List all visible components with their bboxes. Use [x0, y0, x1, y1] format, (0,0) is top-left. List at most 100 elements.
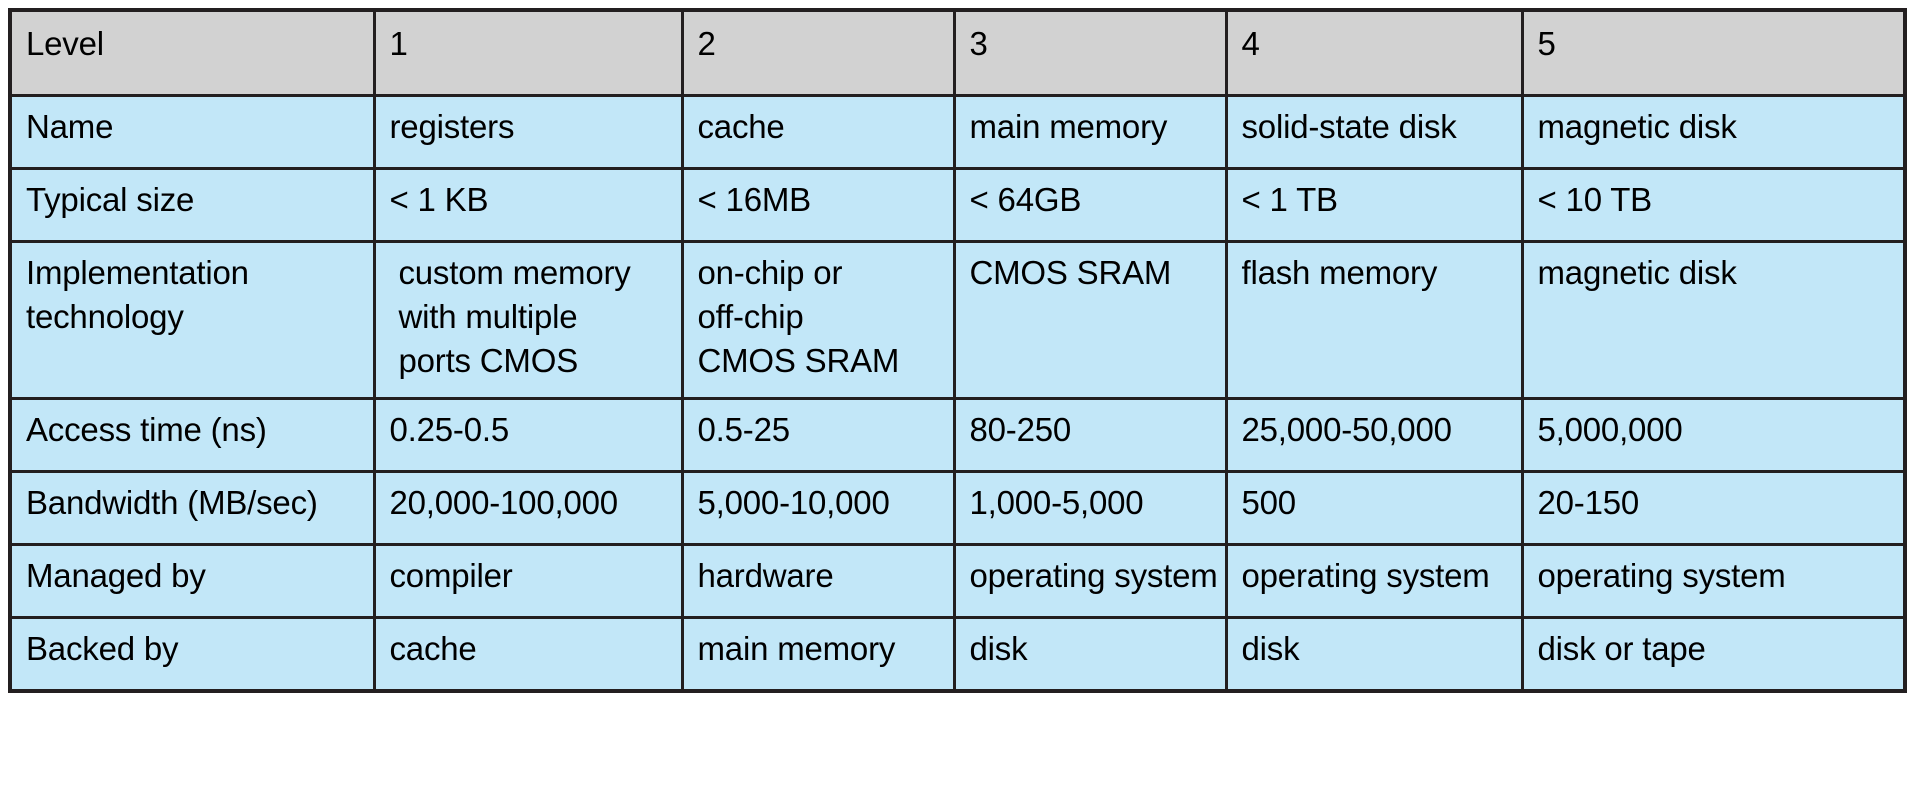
row-label: Access time (ns) [8, 397, 376, 473]
cell-text-line: disk [969, 630, 1028, 667]
cell-text-line: 80-250 [969, 411, 1072, 448]
cell-text: custom memory with multiple ports CMOS [390, 251, 667, 383]
cell-text: disk [970, 627, 1211, 671]
table-cell: custom memory with multiple ports CMOS [372, 240, 684, 400]
cell-text-line: 20,000-100,000 [389, 484, 619, 521]
row-label: Typical size [8, 167, 376, 243]
cell-text-line: main memory [697, 630, 896, 667]
cell-text-line: solid-state disk [1241, 108, 1457, 145]
table-cell: cache [680, 94, 956, 170]
cell-text: 20-150 [1538, 481, 1890, 525]
cell-text-line: 1,000-5,000 [969, 484, 1144, 521]
cell-text: solid-state disk [1242, 105, 1507, 149]
cell-text-line: flash memory [1241, 254, 1438, 291]
column-header-4: 4 [1224, 8, 1524, 97]
cell-text: operating system [969, 554, 1218, 598]
table-cell: cache [372, 616, 684, 693]
table-cell: < 1 TB [1224, 167, 1524, 243]
cell-text: cache [698, 105, 939, 149]
table-cell: < 16MB [680, 167, 956, 243]
cell-text-line: < 1 KB [389, 181, 489, 218]
cell-text: 80-250 [970, 408, 1211, 452]
table-row: Access time (ns) 0.25-0.5 0.5-25 80-250 25,0… [8, 397, 1907, 473]
cell-text: flash memory [1242, 251, 1507, 295]
cell-text-line: operating system [969, 557, 1218, 594]
cell-text: 1,000-5,000 [970, 481, 1211, 525]
cell-text-line: 5,000-10,000 [697, 484, 890, 521]
cell-text-line: main memory [969, 108, 1168, 145]
cell-text: 25,000-50,000 [1242, 408, 1507, 452]
memory-hierarchy-table: Level 1 2 3 4 5 Name registers cache main m… [8, 8, 1907, 693]
cell-text-line: cache [389, 630, 477, 667]
cell-text: 0.5-25 [698, 408, 939, 452]
column-header-level: Level [8, 8, 376, 97]
cell-text: < 1 TB [1242, 178, 1507, 222]
table-cell: compiler [372, 543, 684, 619]
cell-text-line: < 16MB [697, 181, 812, 218]
table-cell: registers [372, 94, 684, 170]
row-label-text-line: technology [26, 298, 184, 335]
row-label-text-line: Implementation [26, 254, 249, 291]
cell-text-line: 0.25-0.5 [389, 411, 510, 448]
table-cell: hardware [680, 543, 956, 619]
row-label-text: Implementation technology [26, 251, 359, 339]
table-row: Name registers cache main memory solid-state… [8, 94, 1907, 170]
cell-text-line: hardware [697, 557, 834, 594]
cell-text: main memory [970, 105, 1211, 149]
column-header-3: 3 [952, 8, 1228, 97]
table-row: Typical size< 1 KB< 16MB< 64GB< 1 TB< 10… [8, 167, 1907, 243]
table-cell: operating system [1224, 543, 1524, 619]
cell-text-line: cache [697, 108, 785, 145]
cell-text: magnetic disk [1538, 105, 1890, 149]
table-cell: main memory [680, 616, 956, 693]
cell-text: cache [390, 627, 667, 671]
cell-text: CMOS SRAM [970, 251, 1211, 295]
table-cell: CMOS SRAM [952, 240, 1228, 400]
column-header-1: 1 [372, 8, 684, 97]
cell-text: 5,000-10,000 [698, 481, 939, 525]
cell-text: magnetic disk [1538, 251, 1890, 295]
row-label: Managed by [8, 543, 376, 619]
cell-text-line: < 1 TB [1241, 181, 1339, 218]
table-cell: operating system [952, 543, 1228, 619]
cell-text-line: with multiple [389, 298, 578, 335]
table-cell: main memory [952, 94, 1228, 170]
table-body: Name registers cache main memory solid-state… [8, 94, 1907, 693]
cell-text-line: disk [1241, 630, 1300, 667]
row-label: Implementation technology [8, 240, 376, 400]
table-cell: 1,000-5,000 [952, 470, 1228, 546]
cell-text-line: CMOS SRAM [969, 254, 1172, 291]
cell-text-line: 500 [1241, 484, 1297, 521]
table-cell: 20,000-100,000 [372, 470, 684, 546]
table-cell: 80-250 [952, 397, 1228, 473]
table-cell: disk or tape [1520, 616, 1907, 693]
column-header-5: 5 [1520, 8, 1907, 97]
cell-text-line: magnetic disk [1537, 108, 1737, 145]
table-cell: 0.5-25 [680, 397, 956, 473]
table-cell: disk [952, 616, 1228, 693]
cell-text: 20,000-100,000 [390, 481, 667, 525]
cell-text-line: registers [389, 108, 515, 145]
cell-text-line: CMOS SRAM [697, 342, 900, 379]
cell-text: compiler [390, 554, 667, 598]
cell-text-line: < 10 TB [1537, 181, 1653, 218]
cell-text: disk [1242, 627, 1507, 671]
table-cell: 0.25-0.5 [372, 397, 684, 473]
table-row: Implementation technology custom memory w… [8, 240, 1907, 400]
cell-text-line: 0.5-25 [697, 411, 791, 448]
table-cell: 5,000,000 [1520, 397, 1907, 473]
cell-text: operating system [1538, 554, 1890, 598]
table-cell: magnetic disk [1520, 240, 1907, 400]
row-label: Name [8, 94, 376, 170]
column-header-2: 2 [680, 8, 956, 97]
table-cell: flash memory [1224, 240, 1524, 400]
cell-text-line: compiler [389, 557, 513, 594]
cell-text-line: custom memory [389, 254, 631, 291]
cell-text-line: 20-150 [1537, 484, 1640, 521]
cell-text: 5,000,000 [1538, 408, 1890, 452]
cell-text-line: operating system [1537, 557, 1786, 594]
cell-text: operating system [1242, 554, 1507, 598]
table-cell: < 1 KB [372, 167, 684, 243]
